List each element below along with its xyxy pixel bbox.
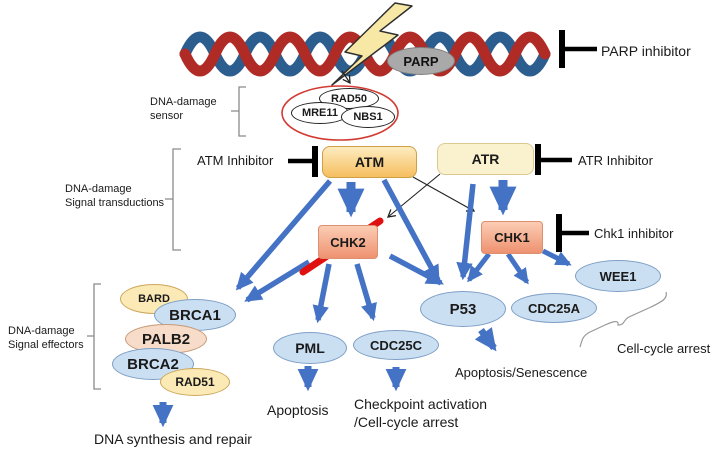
pml-node: PML bbox=[273, 332, 347, 364]
bolt-to-sensor-arrow bbox=[341, 70, 351, 85]
chk1-inhibitor-label: Chk1 inhibitor bbox=[594, 226, 674, 241]
apoptosis-senescence-label: Apoptosis/Senescence bbox=[455, 365, 588, 380]
parp-inhibitor-label: PARP inhibitor bbox=[601, 43, 691, 59]
atm-node: ATM bbox=[322, 146, 417, 178]
lightning-bolt-icon bbox=[331, 2, 413, 86]
wee1-label: WEE1 bbox=[599, 268, 637, 284]
rad51-label: RAD51 bbox=[175, 375, 215, 389]
chk2-node: CHK2 bbox=[318, 225, 378, 259]
atm-inhibitor-label: ATM Inhibitor bbox=[197, 153, 274, 168]
signal-arrows bbox=[152, 178, 572, 428]
effectors-section-line2: Signal effectors bbox=[8, 339, 84, 351]
brca2-label: BRCA2 bbox=[127, 355, 179, 373]
atr-inhibitor-label: ATR Inhibitor bbox=[578, 153, 653, 168]
parp-label: PARP bbox=[403, 53, 439, 69]
nbs1-label: NBS1 bbox=[353, 111, 383, 123]
cdc25c-node: CDC25C bbox=[353, 330, 439, 360]
transduction-section-label: DNA-damage Signal transductions bbox=[65, 182, 164, 210]
atr-node: ATR bbox=[437, 143, 534, 175]
rad50-label: RAD50 bbox=[330, 92, 368, 105]
atr-to-chk2-thin-arrow bbox=[386, 173, 441, 218]
parp-node: PARP bbox=[387, 47, 455, 75]
p53-label: P53 bbox=[449, 300, 477, 318]
cdc25a-label: CDC25A bbox=[527, 300, 580, 316]
mre11-label: MRE11 bbox=[301, 107, 339, 119]
sensor-section-line1: DNA-damage bbox=[150, 96, 217, 108]
atm-inhibitor-tbar bbox=[288, 146, 318, 177]
transduction-bracket bbox=[165, 148, 181, 251]
transduction-section-line1: DNA-damage bbox=[65, 183, 132, 195]
mre11-node: MRE11 bbox=[291, 102, 349, 124]
nbs1-node: NBS1 bbox=[341, 106, 395, 128]
checkpoint-activation-label: Checkpoint activation /Cell-cycle arrest bbox=[354, 395, 487, 431]
transduction-section-line2: Signal transductions bbox=[65, 197, 165, 209]
wee1-node: WEE1 bbox=[575, 260, 661, 292]
chk1-label: CHK1 bbox=[494, 230, 530, 245]
bard-node: BARD bbox=[120, 284, 188, 314]
rad51-node: RAD51 bbox=[160, 368, 230, 396]
cdc25c-label: CDC25C bbox=[369, 337, 422, 353]
effectors-bracket bbox=[87, 283, 101, 390]
pml-label: PML bbox=[295, 340, 325, 356]
chk1-inhibitor-tbar bbox=[556, 214, 589, 252]
cdc25a-node: CDC25A bbox=[511, 293, 597, 323]
parp-inhibitor-tbar bbox=[559, 30, 597, 68]
palb2-label: PALB2 bbox=[141, 330, 191, 348]
sensor-section-line2: sensor bbox=[150, 110, 184, 122]
cell-cycle-arrest-label: Cell-cycle arrest bbox=[617, 341, 711, 356]
atm-to-chk1-thin-arrow bbox=[412, 176, 476, 212]
dna-synthesis-repair-label: DNA synthesis and repair bbox=[94, 431, 252, 447]
checkpoint-activation-line1: Checkpoint activation bbox=[354, 396, 488, 412]
chk1-node: CHK1 bbox=[481, 221, 543, 254]
atm-label: ATM bbox=[354, 154, 385, 170]
effectors-section-line1: DNA-damage bbox=[8, 325, 75, 337]
sensor-bracket bbox=[231, 86, 246, 137]
brca1-label: BRCA1 bbox=[169, 306, 221, 324]
chk2-label: CHK2 bbox=[330, 234, 366, 250]
atr-label: ATR bbox=[471, 151, 500, 167]
sensor-section-label: DNA-damage sensor bbox=[150, 95, 217, 123]
atr-inhibitor-tbar bbox=[535, 144, 572, 175]
p53-node: P53 bbox=[420, 291, 506, 327]
sensor-complex-ring bbox=[281, 85, 399, 141]
effectors-section-label: DNA-damage Signal effectors bbox=[8, 324, 84, 352]
bard-label: BARD bbox=[138, 293, 170, 305]
checkpoint-activation-line2: /Cell-cycle arrest bbox=[354, 414, 459, 430]
apoptosis-label: Apoptosis bbox=[267, 402, 329, 418]
cell-cycle-arrest-brace bbox=[579, 291, 667, 348]
